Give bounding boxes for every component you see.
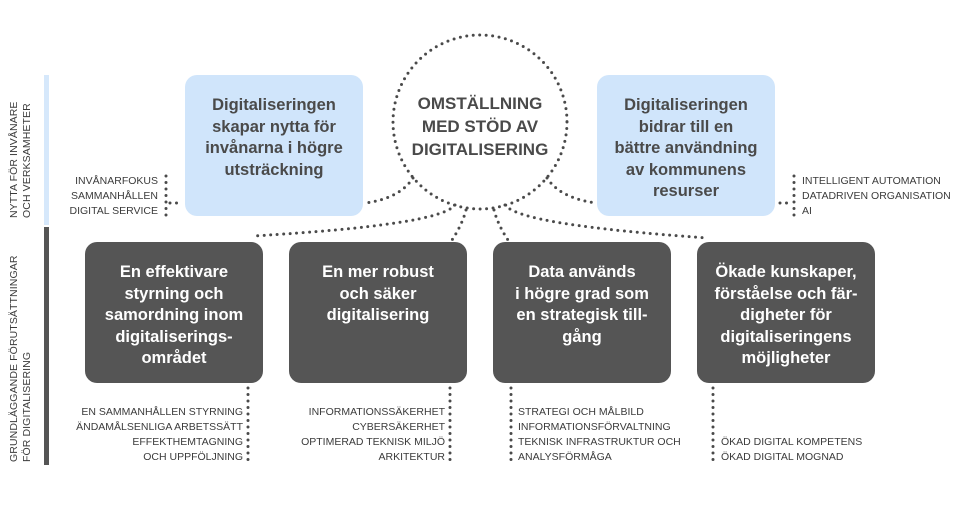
- foundation-box-governance: En effektivare styrning och samordning i…: [85, 242, 263, 383]
- foundation-box-skills: Ökade kunskaper, förståelse och fär- dig…: [697, 242, 875, 383]
- foundation-box-text: Data används i högre grad som en strateg…: [515, 263, 649, 346]
- list-item: ÖKAD DIGITAL MOGNAD: [721, 451, 844, 463]
- list-item: TEKNISK INFRASTRUKTUR OCH: [518, 436, 681, 448]
- benefit-box-citizens: Digitaliseringen skapar nytta för invåna…: [185, 75, 363, 216]
- foundation-box-text: En mer robust och säker digitalisering: [322, 263, 434, 324]
- foundations-side-bar: [44, 227, 49, 465]
- foundation-list-skills: ÖKAD DIGITAL KOMPETENS ÖKAD DIGITAL MOGN…: [721, 435, 862, 465]
- side-label-line: FÖR DIGITALISERING: [21, 351, 33, 462]
- benefit-box-text: Digitaliseringen bidrar till en bättre a…: [614, 96, 758, 200]
- foundation-box-security: En mer robust och säker digitalisering: [289, 242, 467, 383]
- list-item: OPTIMERAD TEKNISK MILJÖ: [301, 436, 445, 448]
- foundation-box-text: En effektivare styrning och samordning i…: [104, 263, 244, 367]
- list-item: STRATEGI OCH MÅLBILD: [518, 406, 644, 418]
- benefits-side-bar: [44, 75, 49, 225]
- side-label-line: GRUNDLÄGGANDE FÖRUTSÄTTNINGAR: [8, 255, 20, 463]
- benefits-side-label: NYTTA FÖR INVÅNARE OCH VERKSAMHETER: [8, 101, 34, 218]
- foundation-list-security: INFORMATIONSSÄKERHET CYBERSÄKERHET OPTIM…: [301, 405, 445, 465]
- center-title: OMSTÄLLNING MED STÖD AV DIGITALISERING: [411, 94, 549, 159]
- list-item: EFFEKTHEMTAGNING: [132, 436, 243, 448]
- foundation-box-data: Data används i högre grad som en strateg…: [493, 242, 671, 383]
- list-item: ANALYSFÖRMÅGA: [518, 451, 612, 463]
- list-item: INTELLIGENT AUTOMATION: [802, 175, 941, 187]
- list-item: INFORMATIONSFÖRVALTNING: [518, 421, 671, 433]
- list-item: DIGITAL SERVICE: [69, 205, 159, 217]
- list-item: ÄNDAMÅLSENLIGA ARBETSSÄTT: [76, 421, 243, 433]
- benefit-list-citizens: INVÅNARFOKUS SAMMANHÅLLEN DIGITAL SERVIC…: [70, 174, 159, 219]
- list-item: DATADRIVEN ORGANISATION: [802, 190, 951, 202]
- benefit-list-resources: INTELLIGENT AUTOMATION DATADRIVEN ORGANI…: [802, 174, 951, 219]
- foundation-box-text: Ökade kunskaper, förståelse och fär- dig…: [714, 263, 858, 367]
- center-circle-outline: [391, 33, 569, 211]
- foundation-list-governance: EN SAMMANHÅLLEN STYRNING ÄNDAMÅLSENLIGA …: [76, 405, 243, 465]
- list-item: INVÅNARFOKUS: [75, 175, 158, 187]
- foundations-side-label: GRUNDLÄGGANDE FÖRUTSÄTTNINGAR FÖR DIGITA…: [8, 256, 34, 463]
- list-item: EN SAMMANHÅLLEN STYRNING: [81, 406, 243, 418]
- list-item: ARKITEKTUR: [378, 451, 445, 463]
- side-label-line: NYTTA FÖR INVÅNARE: [8, 101, 20, 218]
- list-item: AI: [802, 205, 812, 217]
- side-label-line: OCH VERKSAMHETER: [21, 103, 33, 218]
- list-item: SAMMANHÅLLEN: [71, 190, 158, 202]
- list-item: CYBERSÄKERHET: [352, 421, 445, 433]
- benefit-box-text: Digitaliseringen skapar nytta för invåna…: [205, 96, 343, 179]
- benefit-box-resources: Digitaliseringen bidrar till en bättre a…: [597, 75, 775, 216]
- list-item: ÖKAD DIGITAL KOMPETENS: [721, 436, 863, 448]
- list-item: OCH UPPFÖLJNING: [143, 451, 243, 463]
- foundation-list-data: STRATEGI OCH MÅLBILD INFORMATIONSFÖRVALT…: [518, 405, 681, 465]
- list-item: INFORMATIONSSÄKERHET: [308, 406, 445, 418]
